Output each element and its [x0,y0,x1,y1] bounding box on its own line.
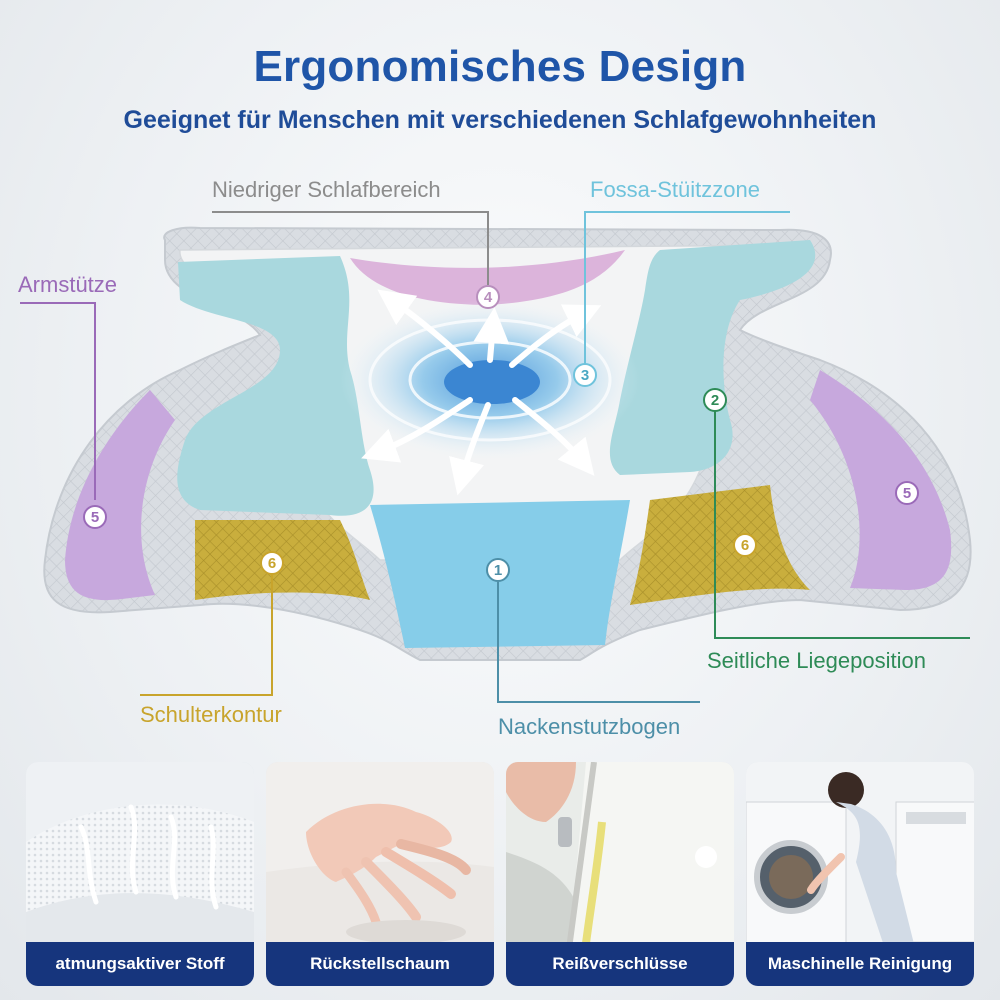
marker-3: 3 [573,363,597,387]
callout-low-sleep-area: Niedriger Schlafbereich [212,177,441,202]
marker-5-right: 5 [895,481,919,505]
left-blue-zone [177,256,374,516]
feature-cards: atmungsaktiver Stoff Rückstellschaum Rei… [26,762,976,986]
feature-label-breathable: atmungsaktiver Stoff [26,942,254,986]
right-armrest-zone [810,370,952,590]
marker-5-left: 5 [83,505,107,529]
marker-6-right: 6 [733,533,757,557]
leader-fossa [584,211,790,365]
pillow-diagram: 4 3 2 5 5 6 6 1 [20,211,972,703]
leader-shoulder [140,575,273,696]
page-subtitle: Geeignet für Menschen mit verschiedenen … [123,106,877,134]
page-title: Ergonomisches Design [253,42,747,91]
svg-text:5: 5 [91,509,99,526]
feature-card-breathable: atmungsaktiver Stoff [26,762,254,986]
callout-neck-arch: Nackenstutzbogen [498,714,681,739]
callout-armrest: Armstütze [18,272,118,297]
feature-card-memory-foam: Rückstellschaum [266,762,494,986]
right-shoulder-zone [630,485,810,605]
marker-6-left: 6 [260,551,284,575]
svg-text:1: 1 [494,562,502,579]
marker-1: 1 [486,558,510,582]
feature-label-zipper: Reißverschlüsse [506,942,734,986]
leader-side [714,410,970,639]
left-armrest-zone [65,390,175,601]
pressure-arrows [361,289,602,496]
feature-label-memory-foam: Rückstellschaum [266,942,494,986]
svg-text:6: 6 [741,537,749,554]
feature-card-washing: Maschinelle Reinigung [746,762,974,986]
svg-text:5: 5 [903,485,911,502]
feature-card-zipper: Reißverschlüsse [506,762,734,986]
leader-neck [497,582,700,703]
leader-arm [20,302,96,500]
callout-shoulder-contour: Schulterkontur [140,702,282,727]
svg-text:4: 4 [484,289,493,306]
svg-text:6: 6 [268,555,276,572]
svg-text:3: 3 [581,367,589,384]
marker-2: 2 [703,388,727,412]
right-blue-zone [609,240,816,475]
marker-4: 4 [476,285,500,309]
callout-fossa-support: Fossa-Stüitzzone [590,177,760,202]
feature-label-washing: Maschinelle Reinigung [746,942,974,986]
leader-low [212,211,489,285]
callout-side-position: Seitliche Liegeposition [707,648,926,673]
svg-text:2: 2 [711,392,719,409]
